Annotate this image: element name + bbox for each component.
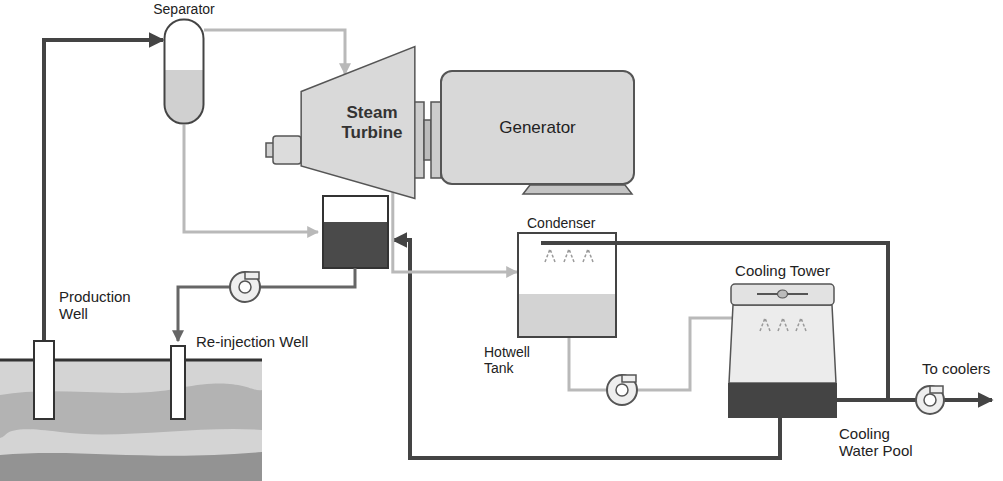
pump-symbol — [230, 272, 260, 302]
generator-box: Generator — [440, 70, 635, 185]
cooling-tower: Cooling TowerCooling Water Pool — [727, 283, 838, 418]
label-holder: Cooling Tower — [712, 262, 853, 279]
component-label: Re-injection Well — [196, 333, 308, 350]
component-label: Production Well — [59, 288, 159, 323]
condenser-interior — [519, 234, 615, 336]
generator-base — [523, 185, 632, 194]
component-label: Condenser — [527, 215, 596, 231]
condenser-box: CondenserHotwell Tank — [517, 232, 617, 338]
pipe-connector — [44, 40, 163, 340]
component-label: Separator — [149, 1, 219, 17]
component-label: Cooling Tower — [712, 262, 853, 279]
cooling-tower-shape — [727, 283, 838, 418]
pipe-connector — [617, 243, 888, 400]
separator-shape — [163, 18, 205, 125]
pipe-connector — [393, 192, 517, 272]
label-holder: Hotwell Tank — [484, 344, 546, 376]
separator-vessel: Separator — [163, 18, 205, 125]
pump-symbol — [607, 375, 637, 405]
label-holder: Separator — [149, 1, 219, 17]
component-label: Steam Turbine — [336, 103, 408, 142]
component-label: Cooling Water Pool — [839, 425, 919, 460]
turbine-shaft — [266, 136, 301, 164]
steam-turbine: Steam Turbine — [300, 45, 416, 200]
flow-label: To coolers — [922, 360, 990, 377]
label-holder: Condenser — [527, 215, 596, 231]
label-holder: Production Well — [59, 288, 159, 323]
brine-pipe — [184, 125, 318, 232]
pipe-connector — [204, 30, 345, 74]
pump-symbol — [916, 386, 944, 414]
shaft-coupling — [414, 102, 441, 178]
label-holder: Cooling Water Pool — [839, 425, 919, 460]
production-well: Production Well — [33, 340, 55, 420]
component-label: Generator — [499, 118, 576, 138]
reinjection-pipe — [178, 268, 355, 341]
brine-tank — [323, 196, 388, 268]
component-label: Hotwell Tank — [484, 344, 546, 376]
reinjection-well: Re-injection Well — [170, 345, 186, 420]
label-holder: Re-injection Well — [196, 333, 308, 350]
